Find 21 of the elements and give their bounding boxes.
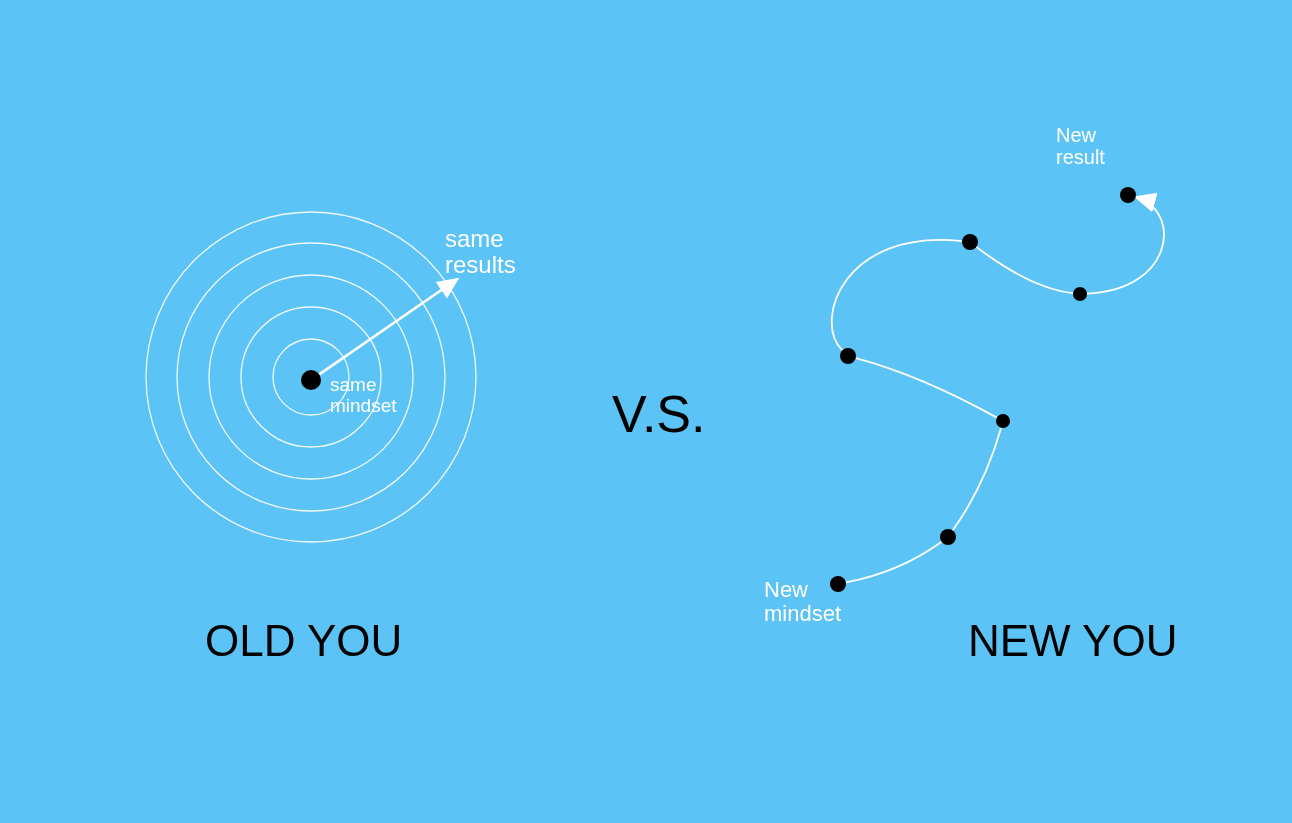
- section-title: OLD YOU: [205, 616, 403, 666]
- versus-label: V.S.: [612, 384, 706, 444]
- connector-line: [844, 540, 943, 584]
- dot-marker: [1073, 287, 1087, 301]
- connector-line: [830, 239, 963, 352]
- dot-marker: [830, 576, 846, 592]
- connector-line: [975, 245, 1074, 295]
- dot-marker: [940, 529, 956, 545]
- arrow: [318, 277, 460, 376]
- connector-line: [951, 426, 1002, 532]
- handwritten-label: same results: [445, 226, 557, 279]
- dot-marker: [996, 414, 1010, 428]
- arrow: [1086, 195, 1165, 295]
- dot-marker: [840, 348, 856, 364]
- handwritten-note: New mindset: [764, 578, 843, 627]
- dot-marker: [962, 234, 978, 250]
- handwritten-note: New result: [1056, 124, 1106, 168]
- connector-line: [854, 357, 998, 419]
- section-title: NEW YOU: [968, 616, 1178, 666]
- dot-marker: [1120, 187, 1136, 203]
- dot-marker: [301, 370, 321, 390]
